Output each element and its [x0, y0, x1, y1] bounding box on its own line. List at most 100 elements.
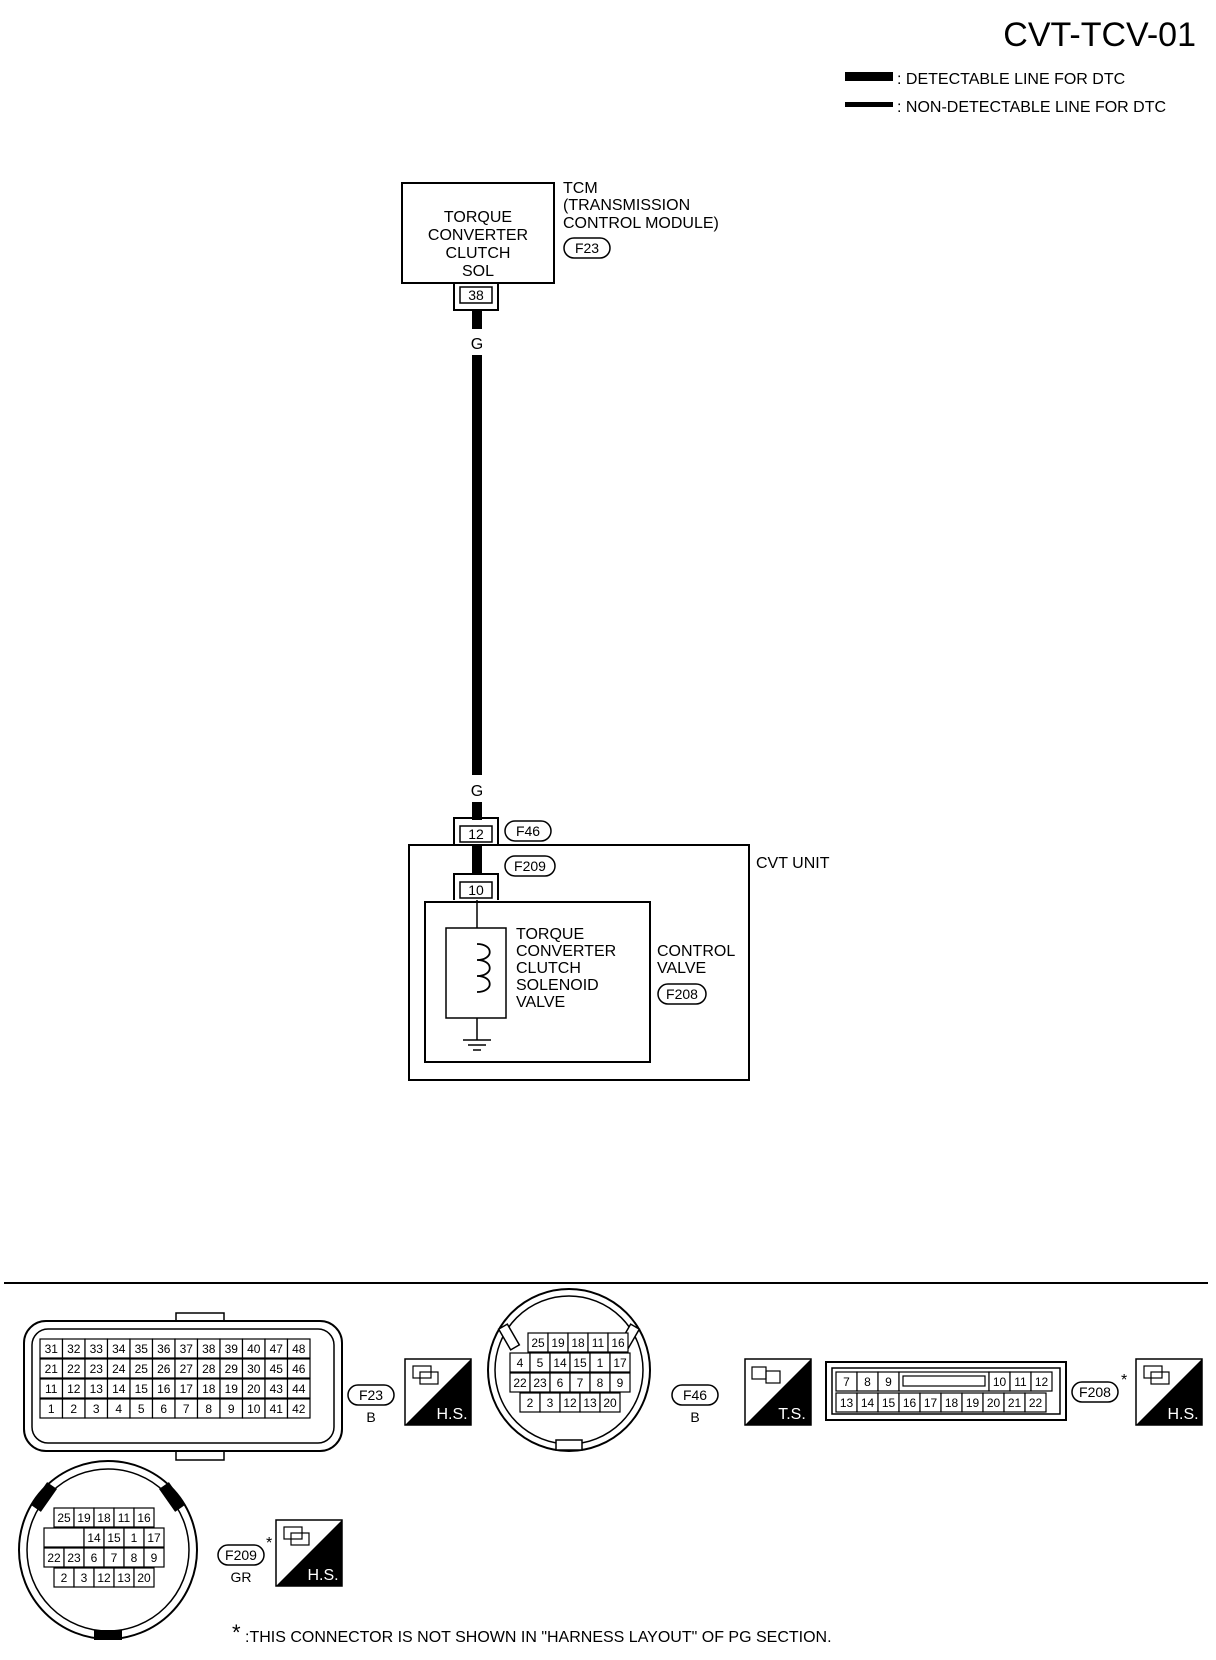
tcm-box-line-3: CLUTCH [446, 245, 511, 262]
f23-pin-label: 30 [247, 1362, 261, 1376]
tcm-terminal-bracket [453, 284, 499, 311]
f23-pin-label: 25 [135, 1362, 149, 1376]
f46-pin-label: 19 [551, 1336, 565, 1350]
f23-pin-label: 8 [205, 1402, 212, 1416]
f208-pin-label: 17 [924, 1396, 938, 1410]
f46-view-color: B [690, 1409, 699, 1425]
legend-non-detectable-label: : NON-DETECTABLE LINE FOR DTC [897, 99, 1166, 116]
f23-pin-label: 4 [115, 1402, 122, 1416]
f208-shell-inner [831, 1367, 1061, 1415]
f23-pin-label: 38 [202, 1342, 216, 1356]
f208-pin-cell [898, 1371, 990, 1392]
f46-connector-id: F46 [516, 823, 540, 839]
legend-detectable-swatch [845, 72, 893, 81]
f23-pin-label: 26 [157, 1362, 171, 1376]
f23-pin-label: 10 [247, 1402, 261, 1416]
f208-pin-label: 18 [945, 1396, 959, 1410]
f23-pin-label: 35 [135, 1342, 149, 1356]
wire-segment-main [472, 355, 482, 775]
f23-pin-label: 20 [247, 1382, 261, 1396]
f23-pin-label: 16 [157, 1382, 171, 1396]
f208-view-id: F208 [1079, 1384, 1111, 1400]
f23-pin-label: 29 [225, 1362, 239, 1376]
diagram-title: CVT-TCV-01 [1003, 16, 1196, 54]
tcm-block: TORQUE CONVERTER CLUTCH SOL TCM (TRANSMI… [401, 180, 719, 311]
f23-pin-label: 39 [225, 1342, 239, 1356]
f23-pin-label: 14 [112, 1382, 126, 1396]
f23-pin-label: 47 [270, 1342, 284, 1356]
wire-color-top: G [471, 336, 483, 353]
f23-pin-label: 44 [292, 1382, 306, 1396]
f46-terminal-bracket [453, 817, 499, 844]
f209-pin-label: 12 [97, 1571, 111, 1585]
f46-view-id: F46 [683, 1387, 707, 1403]
f23-pin-label: 43 [270, 1382, 284, 1396]
f23-view-color: B [366, 1409, 375, 1425]
f23-pin-cell [286, 1378, 311, 1399]
f23-pin-cell [286, 1358, 311, 1379]
f23-pin-label: 15 [135, 1382, 149, 1396]
f23-pin-label: 45 [270, 1362, 284, 1376]
f23-pin-label: 12 [67, 1382, 81, 1396]
f209-view-badge [217, 1544, 265, 1566]
cvt-unit-block: 12 F46 CVT UNIT F209 10 TORQUE CONVERTER… [408, 817, 830, 1081]
f208-pin-label: 13 [840, 1396, 854, 1410]
f23-pin-label: 23 [90, 1362, 104, 1376]
f209-hs-label: H.S. [307, 1567, 338, 1584]
f208-pin-label: 10 [993, 1375, 1007, 1389]
legend-non-detectable-swatch [845, 102, 893, 107]
f209-view-color: GR [231, 1569, 252, 1585]
f208-pin-label: 16 [903, 1396, 917, 1410]
f23-pin-label: 17 [180, 1382, 194, 1396]
cvt-unit-box [408, 844, 750, 1081]
f23-pin-label: 33 [90, 1342, 104, 1356]
f209-pin-label: 22 [47, 1551, 61, 1565]
f46-view-badge [671, 1384, 719, 1406]
f208-pin-cell [1030, 1371, 1053, 1392]
f23-pin-cell [286, 1338, 311, 1359]
f209-pin-label: 8 [131, 1551, 138, 1565]
f208-pin-label: 11 [1014, 1375, 1027, 1389]
f209-pin-label: 18 [97, 1511, 111, 1525]
f209-pin-cell [133, 1567, 155, 1588]
f209-pin-label: 20 [137, 1571, 151, 1585]
tcm-label-line-1: TCM [563, 180, 598, 197]
f46-pin-label: 15 [573, 1356, 587, 1370]
f46-pin-label: 4 [517, 1356, 524, 1370]
tcm-label-line-2: (TRANSMISSION [563, 197, 690, 214]
f208-hs-label: H.S. [1167, 1406, 1198, 1423]
f209-terminal-box [459, 881, 493, 899]
f209-pin-label: 25 [57, 1511, 71, 1525]
f46-pin-label: 12 [563, 1396, 577, 1410]
tcm-terminal-box [459, 286, 493, 304]
f23-pin-label: 6 [160, 1402, 167, 1416]
f23-pin-label: 13 [90, 1382, 104, 1396]
f208-pin-label: 8 [864, 1375, 871, 1389]
wire-segment-lower [472, 802, 482, 820]
f46-pin-label: 18 [571, 1336, 585, 1350]
f209-pin-label: 13 [117, 1571, 131, 1585]
valve-label-line-2: CONVERTER [516, 943, 616, 960]
f23-pin-label: 7 [183, 1402, 190, 1416]
control-valve-label-line-1: CONTROL [657, 943, 735, 960]
tcm-box-line-4: SOL [462, 263, 494, 280]
f208-pin-label: 20 [987, 1396, 1001, 1410]
f23-hs-label: H.S. [436, 1406, 467, 1423]
f209-pin-cell [143, 1547, 165, 1568]
wire-color-bottom: G [471, 783, 483, 800]
f46-pin-cell [599, 1392, 621, 1413]
f46-connector-badge [504, 820, 552, 842]
f46-pin-label: 16 [611, 1336, 625, 1350]
f209-pin-label: 23 [67, 1551, 81, 1565]
tcm-connector-badge [563, 237, 611, 259]
f23-pin-label: 11 [45, 1382, 58, 1396]
f208-pin-cell [1024, 1392, 1047, 1413]
f46-pin-cell [607, 1332, 629, 1353]
